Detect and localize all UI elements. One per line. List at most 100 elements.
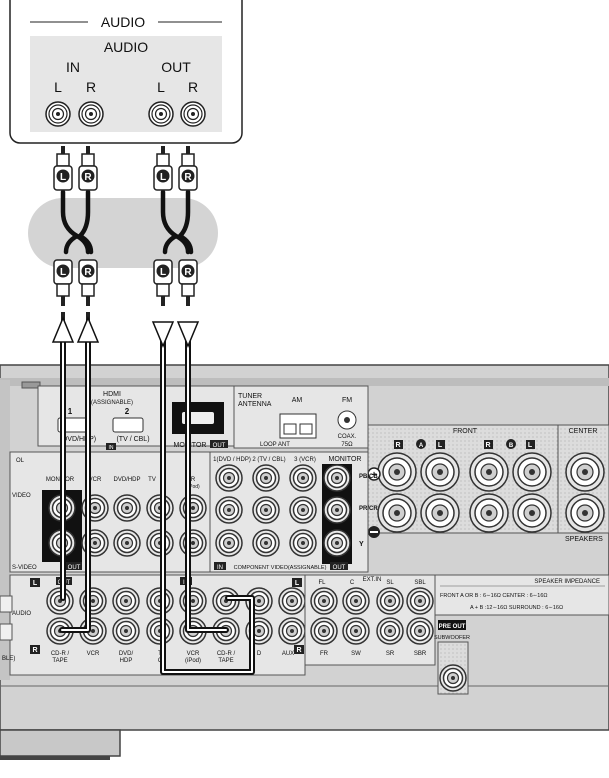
plug-upper-r1: R xyxy=(78,146,98,191)
device-out-r-label: R xyxy=(188,79,198,95)
hdp-1: HDP xyxy=(120,658,133,664)
c-ext-label: C xyxy=(350,580,355,586)
audio-r-mark: R xyxy=(32,647,37,654)
aux-label: AUX xyxy=(282,651,294,657)
center-label: CENTER xyxy=(569,428,598,435)
direction-arrows xyxy=(51,316,200,348)
ohm-label: 75Ω xyxy=(341,442,353,448)
spk-a-mark: A xyxy=(419,443,424,449)
svideo-label: S-VIDEO xyxy=(12,565,37,571)
speakers-label: SPEAKERS xyxy=(565,536,603,543)
dvd-hdp-top: DVD/HDP xyxy=(113,477,140,483)
vcr-2: VCR xyxy=(187,651,200,657)
plug-upper-r2: R xyxy=(178,146,198,191)
impedance-line-2: A + B :12∼16Ω SURROUND : 6∼16Ω xyxy=(470,605,563,611)
fm-label: FM xyxy=(342,397,352,404)
sbr-label: SBR xyxy=(414,651,427,657)
am-label: AM xyxy=(292,397,303,404)
spk-a-l-mark: L xyxy=(438,442,443,449)
plug-lower-letter-l1: L xyxy=(60,267,66,278)
edge-ol: OL xyxy=(16,458,25,464)
impedance-title: SPEAKER IMPEDANCE xyxy=(534,579,600,585)
hdmi-2: 2 xyxy=(125,407,130,416)
comp-2: 2 (TV / CBL) xyxy=(252,457,285,463)
hdmi-2-sub: (TV / CBL) xyxy=(116,436,149,443)
coax-label: COAX. xyxy=(338,434,357,440)
audio-l-mark-right: L xyxy=(295,580,300,587)
cable-band xyxy=(28,198,218,268)
device-out-l-jack xyxy=(148,101,174,127)
hdmi-title: HDMI xyxy=(103,391,121,398)
device-in-l-label: L xyxy=(54,79,62,95)
pb-label: PB/CB xyxy=(359,474,378,480)
plug-lower-letter-r1: R xyxy=(84,267,92,278)
tape-2: TAPE xyxy=(218,658,233,664)
device-out-r-jack xyxy=(180,101,206,127)
hdmi-1: 1 xyxy=(68,407,73,416)
upper-plugs: L R L R xyxy=(53,146,198,191)
arrow-down-l xyxy=(151,321,175,348)
audio-r-mark-right: R xyxy=(296,647,301,654)
tape-1: TAPE xyxy=(52,658,67,664)
spk-a-r-mark: R xyxy=(395,442,400,449)
impedance-line-1: FRONT A OR B : 6∼16Ω CENTER : 6∼16Ω xyxy=(440,593,548,599)
device-section-title: AUDIO xyxy=(101,14,145,30)
subwoofer-label: SUBWOOFER xyxy=(434,635,470,641)
d-label: D xyxy=(257,651,262,657)
fl-label: FL xyxy=(318,580,326,586)
r-top: R xyxy=(191,477,196,483)
device-panel-title: AUDIO xyxy=(104,39,148,55)
ext-in-label: EXT.IN xyxy=(363,577,382,583)
ipod-2: (iPod) xyxy=(185,658,201,664)
hdmi-sub: (ASSIGNABLE) xyxy=(91,400,133,406)
comp-monitor: MONITOR xyxy=(329,456,362,463)
spk-b-mark: B xyxy=(509,443,514,449)
device-out-label: OUT xyxy=(161,59,191,75)
video-label: VIDEO xyxy=(12,493,31,499)
plug-lower-letter-l2: L xyxy=(160,267,166,278)
plug-letter-r2: R xyxy=(184,172,192,183)
dvd-1: DVD/ xyxy=(119,651,134,657)
cable-pairs xyxy=(60,189,194,255)
device-in-r-label: R xyxy=(86,79,96,95)
comp-3: 3 (VCR) xyxy=(294,457,316,463)
spk-b-r-mark: R xyxy=(485,442,490,449)
device-in-l-jack xyxy=(45,101,71,127)
audio-l-mark: L xyxy=(33,580,38,587)
arrow-up-l xyxy=(51,316,75,343)
arrow-up-r xyxy=(76,316,100,343)
antenna-label: ANTENNA xyxy=(238,401,272,408)
tv-top: TV xyxy=(148,477,156,483)
fr-label: FR xyxy=(320,651,329,657)
ipod-top: (iPod) xyxy=(186,484,200,490)
hdmi-out: OUT xyxy=(213,443,226,449)
cdr-tape-1: CD-R / xyxy=(51,651,70,657)
cdr-tape-2: CD-R / xyxy=(217,651,236,657)
plug-lower-r1: R xyxy=(78,259,98,306)
comp-out: OUT xyxy=(333,565,346,571)
cable-runs xyxy=(59,327,255,675)
pr-label: PR/CR xyxy=(359,506,378,512)
device-out-l-label: L xyxy=(157,79,165,95)
edge-ble: BLE) xyxy=(2,656,15,662)
device-in-r-jack xyxy=(78,101,104,127)
y-label: Y xyxy=(359,541,364,548)
sr-label: SR xyxy=(386,651,395,657)
hdmi-1-sub: (DVD/HDP) xyxy=(60,436,96,443)
plug-letter-l1: L xyxy=(60,172,66,183)
plug-letter-r1: R xyxy=(84,172,92,183)
plug-lower-l2: L xyxy=(153,259,173,306)
plug-letter-l2: L xyxy=(160,172,166,183)
comp-label: COMPONENT VIDEO(ASSIGNABLE) xyxy=(234,565,327,571)
sbl-label: SBL xyxy=(414,580,426,586)
sw-label: SW xyxy=(351,651,361,657)
sl-label: SL xyxy=(386,580,394,586)
svideo-out: OUT xyxy=(68,565,81,571)
pre-out-label: PRE OUT xyxy=(439,624,466,630)
spk-b-l-mark: L xyxy=(528,442,533,449)
receiver-panel: HDMI (ASSIGNABLE) 1 2 (DVD/HDP) (TV / CB… xyxy=(0,364,609,760)
audio-label: AUDIO xyxy=(12,611,31,617)
hdmi-in: IN xyxy=(109,445,114,451)
plug-lower-letter-r2: R xyxy=(184,267,192,278)
